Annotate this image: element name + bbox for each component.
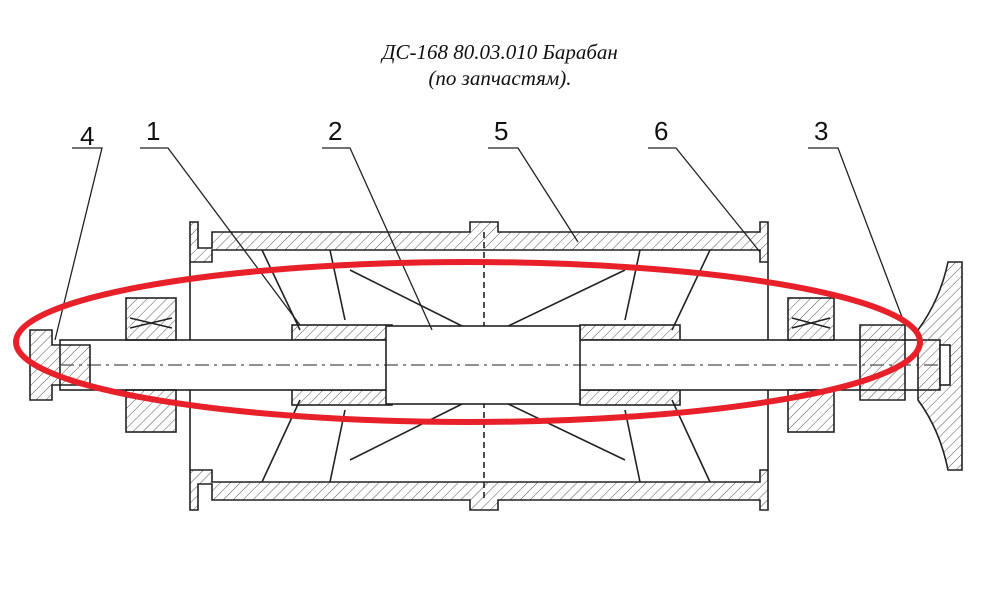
- callout-1: 1: [146, 116, 160, 146]
- drawing-subtitle: (по запчастям).: [428, 66, 572, 90]
- leader-lines: [54, 147, 906, 341]
- callout-4: 4: [80, 121, 94, 151]
- drawing-title: ДС-168 80.03.010 Барабан: [382, 40, 618, 64]
- callout-3: 3: [814, 116, 828, 146]
- shaft: [59, 325, 941, 405]
- highlight-ellipse: [13, 259, 923, 425]
- callout-2: 2: [328, 116, 342, 146]
- callout-6: 6: [654, 116, 668, 146]
- callout-5: 5: [494, 116, 508, 146]
